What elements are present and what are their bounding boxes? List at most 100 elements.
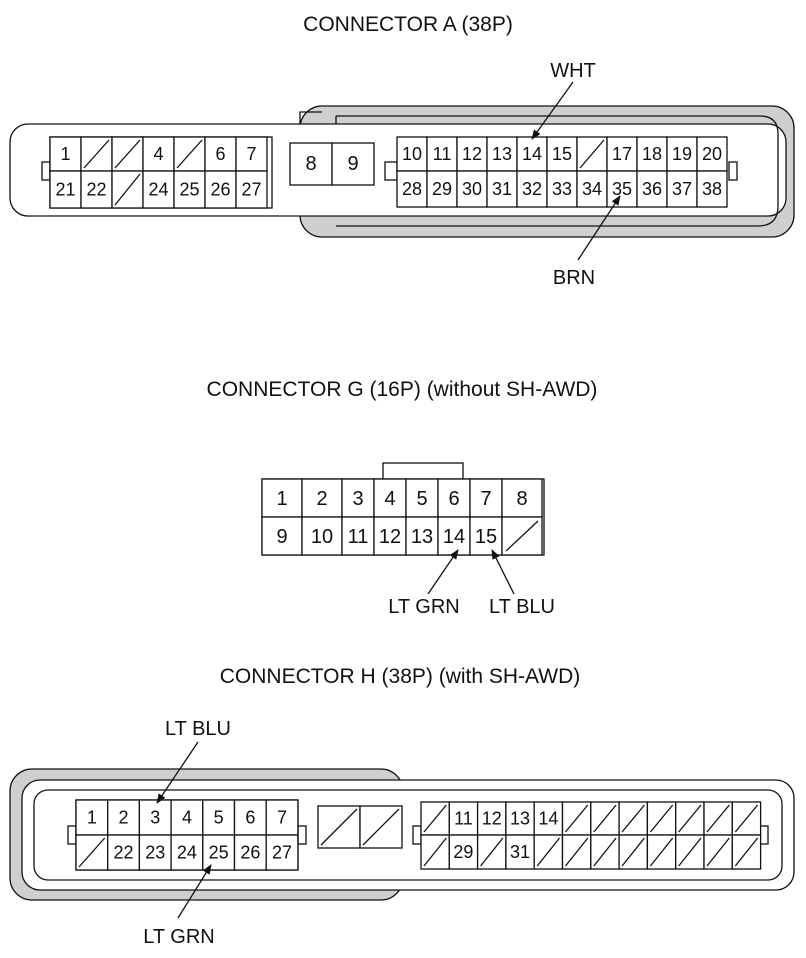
pin-number: 10 <box>402 144 422 164</box>
pin-number: 4 <box>153 144 163 164</box>
blank-cavity-slash <box>78 837 106 868</box>
pin-number: 5 <box>214 808 224 828</box>
pin-number: 7 <box>480 488 491 510</box>
blank-cavity-slash <box>505 520 539 552</box>
pin-number: 21 <box>55 180 75 200</box>
wire-label-wht: WHT <box>550 60 596 82</box>
pin-cell <box>341 478 375 518</box>
pin-cell <box>204 170 237 209</box>
wire-label-brn: BRN <box>553 267 595 289</box>
blank-cavity-slash <box>649 837 674 867</box>
pin-number: 19 <box>672 144 692 164</box>
blank-cavity-slash <box>320 808 358 846</box>
pin-cell <box>173 170 206 209</box>
pin-number: 6 <box>448 488 459 510</box>
wht-arrow <box>531 81 574 140</box>
lt-blu-arrow-g <box>491 549 515 595</box>
pin-number: 5 <box>416 488 427 510</box>
connector-a-inner-outline <box>336 115 779 227</box>
pin-number: 34 <box>582 179 602 199</box>
blank-cavity-slash <box>621 804 645 833</box>
pin-number: 11 <box>454 809 473 829</box>
pin-cell <box>331 142 375 186</box>
pin-number: 35 <box>612 179 632 199</box>
pin-number: 20 <box>702 144 722 164</box>
pin-cell <box>49 136 82 172</box>
pin-cell <box>516 136 548 172</box>
blank-cavity-slash <box>176 139 203 169</box>
blank-cavity-slash <box>706 837 730 867</box>
pin-cell <box>696 170 728 208</box>
blank-cavity-slash <box>83 139 110 169</box>
pin-number: 27 <box>272 843 292 863</box>
brn-arrow <box>577 195 621 261</box>
lt-blu-arrow-h <box>156 741 199 804</box>
pin-cell <box>80 170 113 209</box>
pin-number: 6 <box>245 808 255 828</box>
blank-cavity-slash <box>593 804 617 833</box>
pin-cell <box>576 170 608 208</box>
pin-cell <box>75 799 109 836</box>
pin-cell <box>486 170 518 208</box>
pin-number: 7 <box>277 808 287 828</box>
blank-cavity-slash <box>564 804 589 833</box>
pin-cell <box>636 170 668 208</box>
pin-number: 2 <box>316 488 327 510</box>
pin-cell <box>301 516 343 556</box>
pin-number: 33 <box>552 179 572 199</box>
pin-cell <box>233 834 267 871</box>
pin-cell <box>235 170 268 209</box>
pin-number: 22 <box>86 180 106 200</box>
pin-number: 36 <box>642 179 662 199</box>
pin-cell <box>426 170 458 208</box>
blank-cavity-slash <box>480 837 504 867</box>
pin-cell <box>373 516 407 556</box>
blank-cavity-slash <box>734 804 759 833</box>
pin-number: 4 <box>182 808 192 828</box>
pin-cell <box>476 801 507 836</box>
pin-number: 38 <box>702 179 722 199</box>
pin-cell <box>448 834 479 870</box>
pin-number: 26 <box>240 843 260 863</box>
pin-cell <box>261 516 303 556</box>
pin-number: 10 <box>311 526 333 548</box>
pin-number: 11 <box>433 144 452 164</box>
pin-number: 3 <box>150 808 160 828</box>
lt-grn-arrow-h <box>177 864 212 919</box>
pin-number: 8 <box>516 488 527 510</box>
pin-number: 13 <box>492 144 512 164</box>
pin-cell <box>426 136 458 172</box>
pin-number: 12 <box>482 809 502 829</box>
blank-cavity-slash <box>678 837 702 867</box>
pin-cell <box>49 170 82 209</box>
pin-number: 14 <box>443 526 465 548</box>
blank-cavity-slash <box>114 173 141 206</box>
pin-number: 1 <box>87 808 97 828</box>
pin-number: 15 <box>552 144 572 164</box>
pin-cell <box>505 834 535 870</box>
pin-number: 6 <box>215 144 225 164</box>
pin-number: 18 <box>642 144 662 164</box>
blank-cavity-slash <box>579 139 605 169</box>
wire-label-lt-blu-h: LT BLU <box>165 718 231 740</box>
pin-cell <box>170 834 204 871</box>
connector-g-title: CONNECTOR G (16P) (without SH-AWD) <box>207 378 598 401</box>
pin-number: 24 <box>177 843 197 863</box>
pin-number: 31 <box>510 842 530 862</box>
pin-number: 14 <box>538 809 558 829</box>
lt-grn-arrow-g <box>427 549 459 595</box>
connector-g: CONNECTOR G (16P) (without SH-AWD) 19210… <box>207 378 598 618</box>
pin-cell <box>666 170 698 208</box>
key-tab <box>41 161 51 181</box>
wire-label-lt-blu-g: LT BLU <box>489 596 555 618</box>
pin-cell <box>261 478 303 518</box>
pin-number: 23 <box>145 843 165 863</box>
pin-number: 22 <box>114 843 134 863</box>
pin-number: 27 <box>241 180 261 200</box>
pin-number: 26 <box>210 180 230 200</box>
